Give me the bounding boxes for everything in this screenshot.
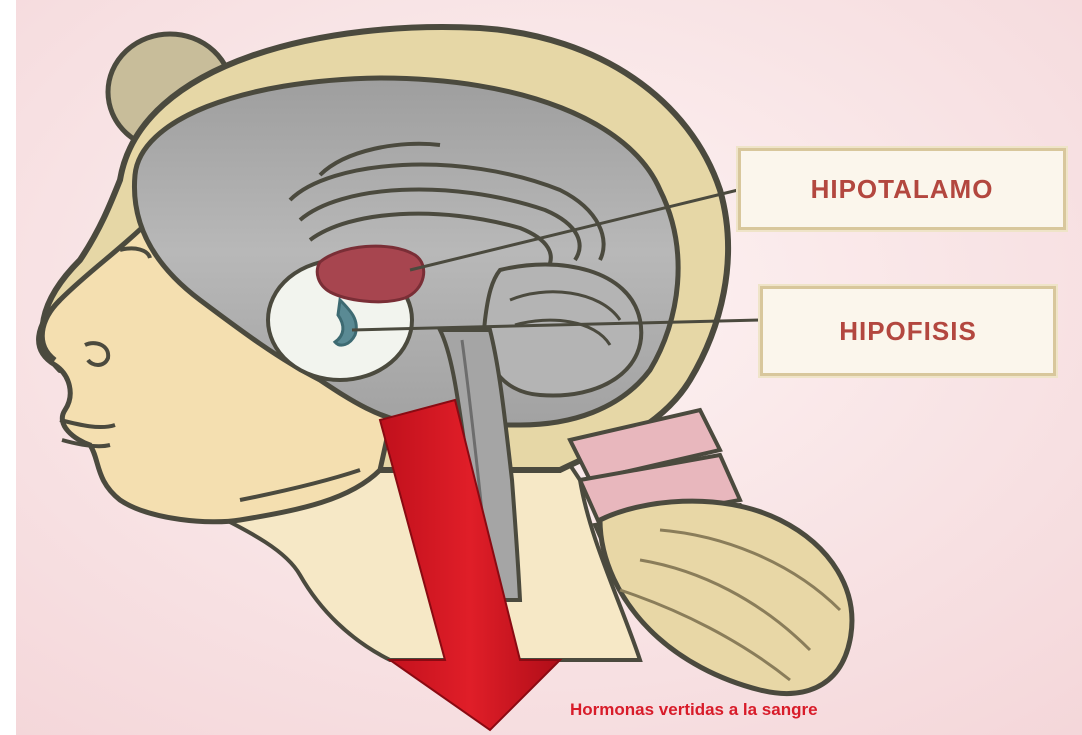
caption-hormones: Hormonas vertidas a la sangre xyxy=(570,697,990,723)
label-hipofisis: HIPOFISIS xyxy=(760,286,1056,376)
label-hipotalamo: HIPOTALAMO xyxy=(738,148,1066,230)
white-left-margin xyxy=(0,0,16,735)
label-hipotalamo-text: HIPOTALAMO xyxy=(811,174,994,205)
hypothalamus xyxy=(317,246,423,302)
label-hipofisis-text: HIPOFISIS xyxy=(839,316,977,347)
cerebellum xyxy=(484,264,641,395)
